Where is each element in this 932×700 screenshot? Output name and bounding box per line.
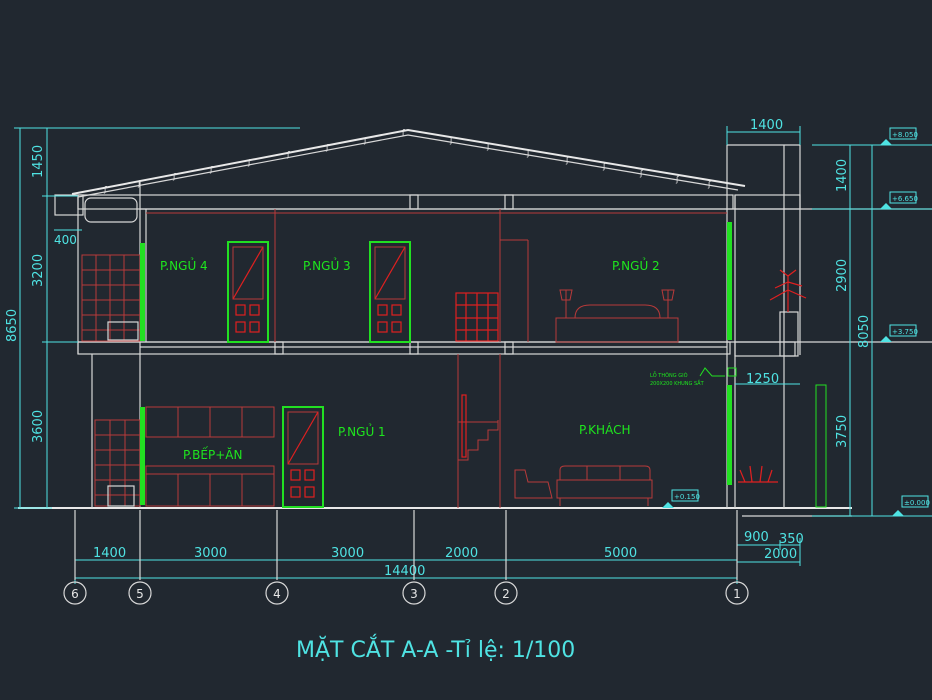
svg-text:ʃ: ʃ — [172, 172, 176, 181]
dim-left-400: 400 — [54, 233, 77, 247]
vent-note-line1: LỖ THÔNG GIÓ — [650, 371, 688, 379]
svg-text:ʃ: ʃ — [137, 179, 141, 188]
svg-text:ʃ: ʃ — [209, 165, 213, 174]
sofa — [514, 465, 653, 506]
plant-lower — [738, 465, 778, 483]
plant-upper — [769, 269, 807, 312]
bathroom-tiles-lower — [94, 419, 141, 507]
dim-top-1400: 1400 — [750, 118, 783, 133]
dim-chain-left — [14, 127, 300, 509]
axis-4: 4 — [273, 587, 281, 601]
dim-chain-right — [726, 126, 932, 517]
door-bedroom4 — [227, 241, 269, 343]
room-label-bedroom2: P.NGỦ 2 — [612, 257, 660, 273]
bathroom-tiles-upper — [81, 254, 141, 342]
dim-right-900: 900 — [744, 530, 769, 545]
staircase — [457, 354, 501, 508]
vent-note-line2: 200X200 KHUNG SẮT — [650, 379, 705, 387]
dim-bottom-4: 2000 — [445, 546, 478, 561]
svg-text:ʃ: ʃ — [363, 136, 367, 145]
svg-text:ʃ: ʃ — [247, 158, 251, 167]
door-bedroom1 — [282, 406, 324, 508]
level-ground: +0.150 — [674, 493, 700, 501]
svg-text:ʃ: ʃ — [675, 175, 679, 184]
dim-left-3200: 3200 — [31, 254, 46, 287]
toilet-lower — [107, 485, 135, 507]
dim-right-total: 8050 — [857, 315, 872, 348]
window-right-upper — [727, 222, 732, 340]
axis-2: 2 — [502, 587, 510, 601]
room-label-living: P.KHÁCH — [579, 422, 630, 437]
svg-text:ʃ: ʃ — [401, 128, 405, 137]
dim-right-1250: 1250 — [746, 372, 779, 387]
dim-right-350: 350 — [779, 532, 804, 547]
dim-right-2000: 2000 — [764, 547, 797, 562]
axis-6: 6 — [71, 587, 79, 601]
bed — [555, 289, 679, 343]
level-eave: +6.650 — [892, 195, 918, 203]
door-bedroom3 — [369, 241, 411, 343]
window-left-lower — [140, 407, 145, 505]
svg-text:ʃ: ʃ — [602, 162, 606, 171]
dim-right-v-1400: 1400 — [835, 159, 850, 192]
roof-slope — [71, 128, 746, 195]
level-zero: ±0.000 — [904, 499, 930, 507]
axis-5: 5 — [136, 587, 144, 601]
dim-bottom-5: 5000 — [604, 546, 637, 561]
dim-left-1450: 1450 — [31, 145, 46, 178]
svg-text:ʃ: ʃ — [526, 149, 530, 158]
roof-beam — [77, 194, 734, 210]
toilet-upper — [107, 321, 139, 341]
level-top: +8.050 — [892, 131, 918, 139]
dim-bottom-3: 3000 — [331, 546, 364, 561]
axis-markers — [63, 510, 749, 605]
window-left-upper — [140, 243, 145, 341]
axis-3: 3 — [410, 587, 418, 601]
room-label-bedroom4: P.NGỦ 4 — [160, 257, 208, 273]
svg-text:ʃ: ʃ — [286, 150, 290, 159]
gate-post — [815, 384, 827, 508]
roof-tiles: ʃ ʃ ʃ ʃ ʃ ʃ ʃ ʃ ʃ ʃ ʃ ʃ ʃ ʃ ʃ ʃ ʃ — [103, 128, 711, 194]
svg-text:ʃ: ʃ — [325, 143, 329, 152]
dim-left-3600: 3600 — [31, 410, 46, 443]
axis-1: 1 — [733, 587, 741, 601]
svg-text:ʃ: ʃ — [707, 180, 711, 189]
svg-text:ʃ: ʃ — [449, 136, 453, 145]
floor-slab — [77, 341, 731, 355]
svg-text:ʃ: ʃ — [103, 185, 107, 194]
level-floor2: +3.750 — [892, 328, 918, 336]
svg-text:ʃ: ʃ — [486, 142, 490, 151]
svg-text:ʃ: ʃ — [639, 169, 643, 178]
window-right-lower — [727, 385, 732, 485]
water-tank — [84, 197, 138, 223]
dim-right-v-3750: 3750 — [835, 415, 850, 448]
dim-right-v-2900: 2900 — [835, 259, 850, 292]
room-label-bedroom1: P.NGỦ 1 — [338, 423, 386, 439]
kitchen-cabinets — [145, 406, 275, 507]
drawing-title: MẶT CẮT A-A -Tỉ lệ: 1/100 — [296, 634, 575, 663]
dim-bottom-1: 1400 — [93, 546, 126, 561]
svg-text:ʃ: ʃ — [565, 156, 569, 165]
level-markers — [662, 127, 929, 516]
dim-total: 14400 — [384, 564, 425, 579]
wardrobe — [455, 292, 499, 342]
dim-chain-bottom — [74, 538, 801, 584]
room-label-kitchen: P.BẾP+ĂN — [183, 446, 242, 462]
room-label-bedroom3: P.NGỦ 3 — [303, 257, 351, 273]
dim-left-total: 8650 — [5, 309, 20, 342]
dim-bottom-2: 3000 — [194, 546, 227, 561]
